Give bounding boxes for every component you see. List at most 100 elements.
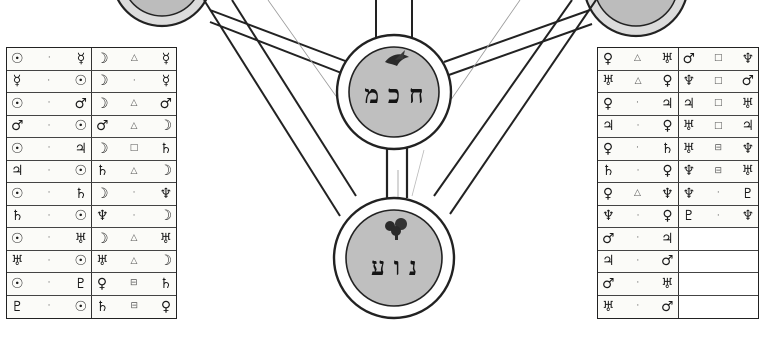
aspect-cell: ☉·♃ [7, 138, 91, 160]
planet-glyph: ♄ [661, 142, 674, 156]
aspect-cell: ♅□♃ [678, 116, 759, 138]
planet-glyph: ♆ [741, 142, 754, 156]
table-row: ☉·♄☽·♆ [7, 183, 176, 206]
chokmah-hebrew-label: ח כ מ [364, 80, 423, 109]
aspect-symbol: △ [633, 54, 642, 63]
aspect-symbol: · [634, 212, 643, 221]
aspect-symbol: · [45, 122, 54, 131]
aspect-cell: ♀△♅ [598, 48, 678, 70]
upper-sephirah-right [584, 0, 688, 36]
planet-glyph: ☉ [11, 142, 24, 156]
planet-glyph: ♃ [602, 254, 615, 268]
aspect-symbol: · [45, 257, 54, 266]
planet-glyph: ♂ [661, 254, 674, 268]
planet-glyph: ☉ [11, 277, 24, 291]
planet-glyph: ☉ [74, 164, 87, 178]
planet-glyph: ♃ [741, 119, 754, 133]
planet-glyph: ☽ [96, 142, 109, 156]
planet-glyph: ☉ [11, 232, 24, 246]
planet-glyph: ♄ [602, 164, 615, 178]
planet-glyph: ♃ [661, 97, 674, 111]
aspect-cell: ♅△♀ [598, 71, 678, 93]
aspect-cell: ♀·♄ [598, 138, 678, 160]
aspect-cell: ♄·☉ [7, 206, 91, 228]
table-row: ☉·☿☽△☿ [7, 48, 176, 71]
planet-glyph: ♆ [661, 187, 674, 201]
planet-glyph: ☿ [160, 74, 172, 88]
planet-glyph: ☽ [159, 209, 172, 223]
aspect-symbol: ⊟ [129, 279, 138, 288]
planet-glyph: ♅ [683, 119, 696, 133]
aspect-cell: ☽△♅ [91, 228, 176, 250]
planet-glyph: ♀ [662, 209, 674, 223]
aspect-cell: ♃·♂ [598, 251, 678, 273]
planet-glyph: ♆ [741, 52, 754, 66]
table-row: ☉·♅☽△♅ [7, 228, 176, 251]
aspect-symbol: · [130, 77, 139, 86]
planet-glyph: ♆ [602, 209, 615, 223]
planet-glyph: ♀ [602, 97, 614, 111]
table-row: ♅·♂ [598, 296, 758, 319]
planet-glyph: ♃ [11, 164, 24, 178]
planet-glyph: ☉ [74, 74, 87, 88]
aspect-cell: ♀⊟♄ [91, 273, 176, 295]
planet-glyph: ♆ [683, 164, 696, 178]
aspect-symbol: · [45, 279, 54, 288]
upper-sephirah-left [112, 0, 212, 26]
aspect-cell: ♆□♂ [678, 71, 759, 93]
table-row: ♀△♅♂□♆ [598, 48, 758, 71]
planet-glyph: ♄ [74, 187, 87, 201]
table-row: ♇·☉♄⊟♀ [7, 296, 176, 319]
aspect-cell: ♄△☽ [91, 161, 176, 183]
aspect-cell: ♇·☉ [7, 296, 91, 319]
planet-glyph: ♂ [159, 97, 172, 111]
table-row: ♄·☉♆·☽ [7, 206, 176, 229]
aspect-cell: ♂·♃ [598, 228, 678, 250]
planet-glyph: ♆ [683, 187, 696, 201]
aspect-cell: ♂△☽ [91, 116, 176, 138]
planet-glyph: ☉ [11, 97, 24, 111]
aspect-cell: ☉·♇ [7, 273, 91, 295]
planet-glyph: ♃ [602, 119, 615, 133]
aspect-symbol: △ [130, 54, 139, 63]
planet-glyph: ☽ [96, 74, 109, 88]
aspect-symbol: ⊟ [714, 167, 723, 176]
aspect-cell: ☉·♂ [7, 93, 91, 115]
aspect-cell: ♅·☉ [7, 251, 91, 273]
table-row: ♄·♀♆⊟♅ [598, 161, 758, 184]
table-row: ♃·☉♄△☽ [7, 161, 176, 184]
table-row: ♂·♅ [598, 273, 758, 296]
aspect-symbol: · [45, 144, 54, 153]
planet-glyph: ☉ [74, 209, 87, 223]
aspect-symbol: · [714, 212, 723, 221]
table-row: ☉·♂☽△♂ [7, 93, 176, 116]
planet-glyph: ☿ [160, 52, 172, 66]
planet-glyph: ♂ [74, 97, 87, 111]
planet-glyph: ♅ [602, 300, 615, 314]
aspect-cell [678, 228, 759, 250]
planet-glyph: ☽ [96, 52, 109, 66]
planet-glyph: ♅ [159, 232, 172, 246]
aspect-table-left: ☉·☿☽△☿☿·☉☽·☿☉·♂☽△♂♂·☉♂△☽☉·♃☽□♄♃·☉♄△☽☉·♄☽… [6, 47, 177, 319]
planet-glyph: ☉ [74, 300, 87, 314]
aspect-cell: ☽ △ ☿ [91, 48, 176, 70]
aspect-cell: ♆·☽ [91, 206, 176, 228]
aspect-symbol: · [633, 302, 642, 311]
planet-glyph: ♄ [96, 164, 109, 178]
aspect-symbol: · [44, 77, 53, 86]
table-row: ♅·☉♅△☽ [7, 251, 176, 274]
planet-glyph: ♂ [602, 277, 615, 291]
planet-glyph: ☽ [96, 187, 109, 201]
aspect-symbol: · [714, 189, 723, 198]
aspect-symbol: · [634, 167, 643, 176]
planet-glyph: ☽ [159, 119, 172, 133]
aspect-cell: ♄⊟♀ [91, 296, 176, 319]
planet-glyph: ♄ [11, 209, 24, 223]
aspect-symbol: · [634, 122, 643, 131]
aspect-symbol: ⊟ [714, 144, 723, 153]
aspect-symbol: · [45, 302, 54, 311]
aspect-symbol: △ [633, 189, 642, 198]
aspect-symbol: · [130, 189, 139, 198]
planet-glyph: ♇ [683, 209, 696, 223]
aspect-cell: ☉·♅ [7, 228, 91, 250]
